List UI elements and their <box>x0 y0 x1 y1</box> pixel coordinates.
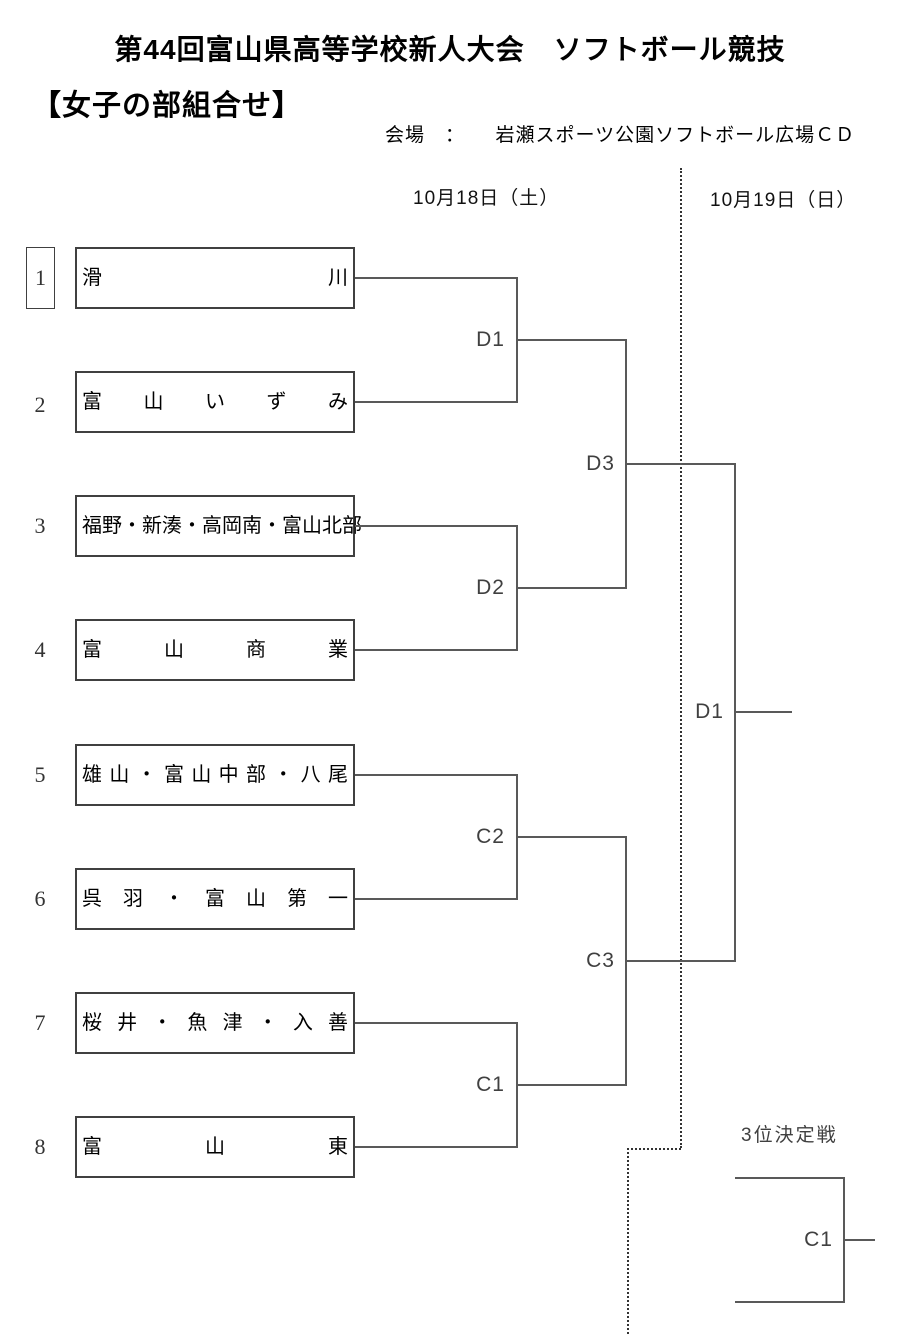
seed-number-2: 2 <box>34 392 46 417</box>
bracket-line <box>518 587 627 589</box>
bracket-line <box>516 1022 518 1148</box>
bracket-line <box>355 649 518 651</box>
page-subtitle: 【女子の部組合せ】 <box>32 90 303 122</box>
bracket-line <box>625 836 627 1086</box>
third-place-line <box>735 1301 845 1303</box>
team-name-7: 桜井・魚津・入善 <box>82 1012 348 1034</box>
bracket-line <box>355 898 518 900</box>
bracket-line <box>355 277 518 279</box>
seed-number-4: 4 <box>34 637 46 662</box>
team-name-8: 富山東 <box>82 1136 348 1158</box>
match-label-c3: C3 <box>586 949 615 972</box>
bracket-line <box>736 711 792 713</box>
team-name-3: 福野・新湊・高岡南・富山北部 <box>82 515 362 537</box>
date-saturday-label: 10月18日（土） <box>413 188 560 209</box>
seed-number-3: 3 <box>34 513 46 538</box>
match-label-final-d1: D1 <box>695 700 724 723</box>
third-place-title: 3位決定戦 <box>741 1125 838 1146</box>
team-box-4: 富山商業 <box>75 619 355 681</box>
seed-number-7: 7 <box>34 1010 46 1035</box>
bracket-line <box>734 463 736 962</box>
bracket-line <box>518 339 627 341</box>
bracket-line <box>518 1084 627 1086</box>
day-divider-dotted-line-lower <box>627 1148 629 1334</box>
seed-number-8: 8 <box>34 1134 46 1159</box>
bracket-line <box>516 525 518 651</box>
bracket-line <box>518 836 627 838</box>
bracket-line <box>516 774 518 900</box>
match-label-d2: D2 <box>476 576 505 599</box>
bracket-line <box>355 525 518 527</box>
team-box-8: 富山東 <box>75 1116 355 1178</box>
day-divider-dotted-line <box>680 168 682 1148</box>
third-place-line <box>735 1177 845 1179</box>
bracket-line <box>355 1022 518 1024</box>
team-name-2: 富山いずみ <box>82 391 348 413</box>
date-sunday-label: 10月19日（日） <box>710 190 857 211</box>
team-box-7: 桜井・魚津・入善 <box>75 992 355 1054</box>
seed-number-5: 5 <box>34 762 46 787</box>
day-divider-dotted-jog <box>627 1148 681 1150</box>
team-box-1: 滑川 <box>75 247 355 309</box>
match-label-d1: D1 <box>476 328 505 351</box>
team-name-5: 雄山・富山中部・八尾 <box>82 764 348 786</box>
bracket-line <box>355 1146 518 1148</box>
team-name-1: 滑川 <box>82 267 348 289</box>
third-place-line <box>843 1177 845 1303</box>
bracket-line <box>627 960 736 962</box>
bracket-line <box>355 774 518 776</box>
match-label-third-place-c1: C1 <box>804 1228 833 1251</box>
bracket-line <box>516 277 518 403</box>
seed-number-6: 6 <box>34 886 46 911</box>
team-box-3: 福野・新湊・高岡南・富山北部 <box>75 495 362 557</box>
match-label-c2: C2 <box>476 825 505 848</box>
team-box-5: 雄山・富山中部・八尾 <box>75 744 355 806</box>
third-place-line <box>845 1239 875 1241</box>
seed-1-box <box>26 247 55 309</box>
page-title: 第44回富山県高等学校新人大会 ソフトボール競技 <box>114 34 786 65</box>
bracket-line <box>625 339 627 589</box>
team-name-6: 呉羽・富山第一 <box>82 888 348 910</box>
venue-line: 会場 ： 岩瀬スポーツ公園ソフトボール広場ＣＤ <box>385 125 856 146</box>
seed-number-1: 1 <box>35 265 46 290</box>
bracket-line <box>627 463 736 465</box>
team-box-2: 富山いずみ <box>75 371 355 433</box>
match-label-c1: C1 <box>476 1073 505 1096</box>
bracket-line <box>355 401 518 403</box>
team-name-4: 富山商業 <box>82 639 348 661</box>
match-label-d3: D3 <box>586 452 615 475</box>
team-box-6: 呉羽・富山第一 <box>75 868 355 930</box>
